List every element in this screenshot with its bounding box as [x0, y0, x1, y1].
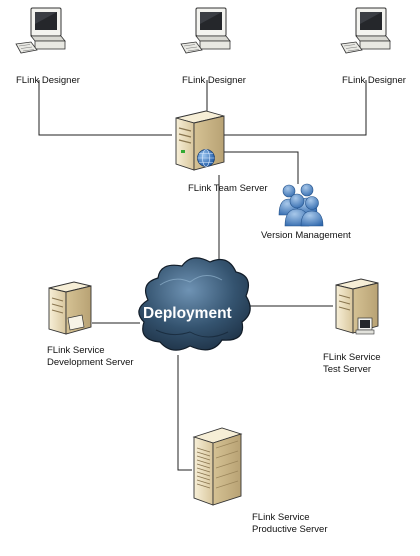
person-icon [300, 196, 324, 227]
dev-server-label-line2: Development Server [47, 357, 134, 368]
server-rack-icon [192, 427, 243, 506]
test-server-label-line2: Test Server [323, 364, 371, 375]
prod-server [192, 427, 243, 506]
designer-1-link [38, 80, 172, 136]
users-group-icon [278, 183, 324, 227]
deployment-label: Deployment [143, 305, 232, 322]
designer-3-link [224, 80, 367, 136]
globe-icon [197, 149, 215, 167]
workstation-icon [340, 7, 391, 54]
designer-2-workstation [180, 7, 231, 54]
server-icon [175, 110, 225, 171]
cloud-icon [138, 257, 251, 351]
designer-2-label: FLink Designer [182, 75, 246, 86]
designer-1-label: FLink Designer [16, 75, 80, 86]
prod-server-link [177, 355, 192, 471]
prod-server-label-line2: Productive Server [252, 524, 328, 535]
workstation-icon [180, 7, 231, 54]
team-server-label: FLink Team Server [188, 183, 268, 194]
connection-lines [38, 80, 367, 471]
test-server-label: FLink Service Test Server [323, 352, 383, 375]
designer-1-workstation [15, 7, 66, 54]
version-management-link [224, 151, 299, 184]
team-server [175, 110, 225, 171]
dev-server [48, 281, 92, 335]
dev-server-label-line1: FLink Service [47, 345, 105, 356]
deployment-cloud: Deployment [138, 257, 251, 351]
test-server-label-line1: FLink Service [323, 352, 381, 363]
designer-3-label: FLink Designer [342, 75, 406, 86]
prod-server-label-line1: FLink Service [252, 512, 310, 523]
test-server [335, 278, 379, 335]
server-icon [48, 281, 92, 335]
monitor-icon [355, 317, 375, 335]
designer-3-workstation [340, 7, 391, 54]
workstation-icon [15, 7, 66, 54]
prod-server-label: FLink Service Productive Server [252, 512, 328, 535]
version-management-label: Version Management [261, 230, 351, 241]
dev-server-label: FLink Service Development Server [47, 345, 134, 368]
